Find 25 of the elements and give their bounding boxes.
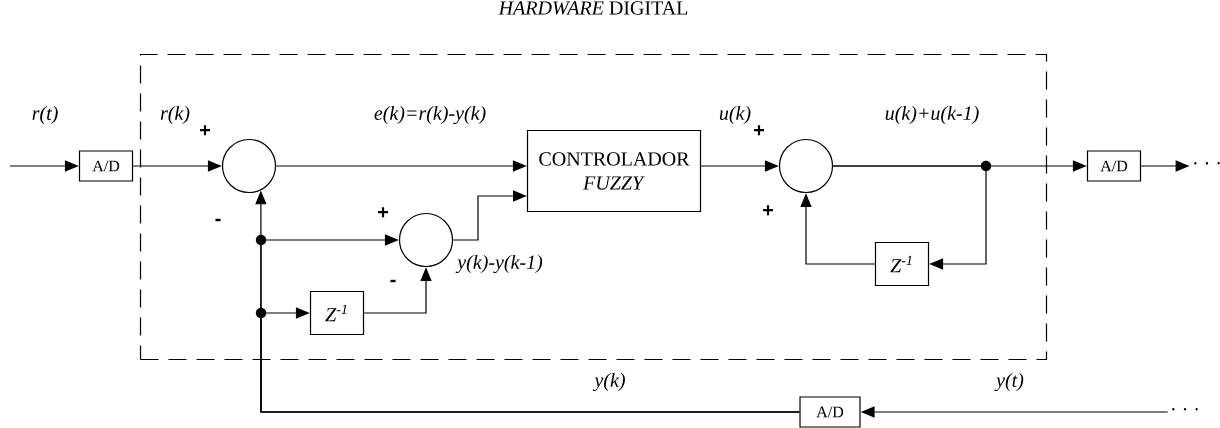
signal-label: y(t) [994,372,1024,392]
sign-label: + [200,125,211,136]
summing-junction [778,138,834,194]
heading: HARDWARE DIGITAL [498,1,688,15]
sign-label: + [378,207,389,218]
converter-block: A/D [1086,150,1142,182]
ellipsis: · · · [1172,408,1198,411]
summing-junction [221,138,277,194]
signal-label: y(k) [592,372,625,392]
arrow [260,307,800,413]
signal-label: e(k)=r(k)-y(k) [374,105,486,125]
summing-junction [398,212,454,268]
signal-label: r(k) [160,105,190,125]
delay-block: Z$^{-1}$ [309,290,365,336]
sign-label: + [754,125,765,136]
ellipsis: · · · [1194,162,1220,165]
converter-block: A/D [78,150,134,182]
signal-label: u(k) [719,105,751,125]
delay-block: Z$^{-1}$ [874,241,930,287]
converter-block: A/D [799,396,861,428]
sign-label: + [763,205,774,216]
arrow [832,165,987,270]
controller-block: CONTROLADOR FUZZY [526,129,702,213]
sign-label: - [215,218,221,222]
sign-label: - [390,279,396,283]
